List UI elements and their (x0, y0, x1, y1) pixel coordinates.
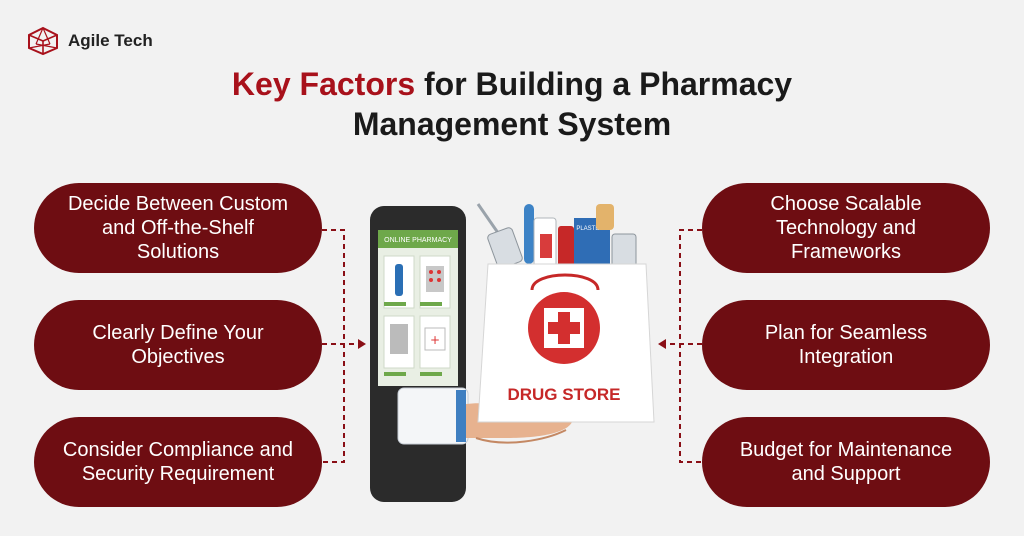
right-bracket-line (679, 229, 702, 463)
factor-pill-scalable-tech: Choose Scalable Technology and Framework… (702, 183, 990, 273)
right-arrow-head (658, 339, 666, 349)
left-bracket-line (322, 229, 345, 463)
factor-pill-integration: Plan for Seamless Integration (702, 300, 990, 390)
title-line-2: Management System (352, 106, 672, 142)
factor-pill-custom-vs-shelf: Decide Between Custom and Off-the-Shelf … (34, 183, 322, 273)
page-title: Key Factors for Building a Pharmacy Mana… (0, 64, 1024, 144)
factor-pill-objectives: Clearly Define Your Objectives (34, 300, 322, 390)
drug-store-label: DRUG STORE (507, 385, 620, 404)
agiletech-logo-icon (28, 26, 58, 56)
brand-logo: Agile Tech (26, 26, 153, 56)
drug-store-bag-illustration: PLASTERS DRUG STORE (476, 203, 655, 423)
title-highlight: Key Factors (231, 66, 416, 102)
title-line-1: Key Factors for Building a Pharmacy (0, 64, 1024, 104)
factor-pill-maintenance: Budget for Maintenance and Support (702, 417, 990, 507)
svg-text:+: + (430, 333, 440, 347)
left-arrow-head (358, 339, 366, 349)
plasters-box-label: PLASTERS (576, 226, 607, 232)
phone-screen-title: ONLINE PHARMACY (384, 237, 452, 244)
factor-pill-compliance: Consider Compliance and Security Require… (34, 417, 322, 507)
brand-name: Agile Tech (68, 31, 153, 50)
title-rest: for Building a Pharmacy (415, 66, 793, 102)
